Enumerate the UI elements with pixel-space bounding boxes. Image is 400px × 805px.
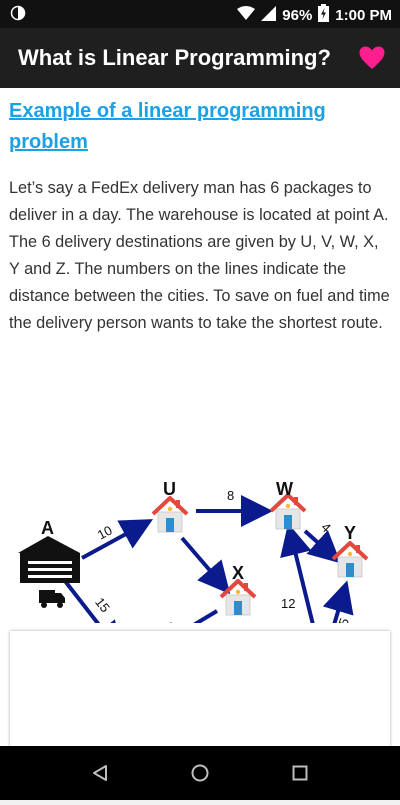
article-heading: Example of a linear programming problem [9, 100, 326, 153]
edge-weight-u-w: 8 [227, 488, 234, 503]
favorite-heart-icon[interactable] [358, 44, 386, 72]
content-card [10, 631, 390, 746]
edge-weight-x-v: 12 [159, 619, 180, 623]
edge-weight-a-v: 15 [92, 595, 113, 616]
app-bar: What is Linear Programming? [0, 28, 400, 88]
edge-weight-w-y: 4 [318, 520, 334, 536]
edge-w-y [303, 529, 341, 564]
wifi-icon [237, 5, 256, 25]
article-paragraph: Let’s say a FedEx delivery man has 6 pac… [9, 179, 390, 332]
node-label-w: W [276, 479, 293, 499]
house-u-icon [151, 496, 189, 534]
house-y-icon [331, 541, 369, 579]
page-title: What is Linear Programming? [18, 45, 331, 70]
article-content[interactable]: Example of a linear programming problem … [0, 88, 400, 746]
edge-x-v [143, 609, 219, 656]
navigation-bar [0, 746, 400, 800]
clock: 1:00 PM [335, 6, 392, 24]
home-button[interactable] [170, 746, 230, 800]
node-label-u: U [163, 479, 176, 499]
edge-weight-a-u: 10 [95, 522, 115, 542]
edge-weight-z-y: 5 [336, 616, 353, 623]
truck-icon [39, 590, 65, 608]
battery-level: 96% [282, 6, 313, 24]
house-w-icon [269, 493, 307, 531]
signal-icon [261, 5, 277, 25]
node-label-y: Y [344, 523, 356, 543]
battery-icon [318, 4, 330, 26]
edge-a-u [81, 519, 154, 560]
back-button[interactable] [70, 746, 130, 800]
edge-u-x [180, 536, 231, 595]
notification-icon [10, 5, 26, 26]
node-label-x: X [232, 563, 244, 583]
edge-weight-z-w: 12 [281, 596, 295, 611]
status-bar: 96% 1:00 PM [0, 0, 400, 28]
warehouse-icon [18, 536, 80, 583]
recents-button[interactable] [270, 746, 330, 800]
house-x-icon [219, 579, 257, 617]
node-label-a: A [41, 518, 54, 538]
route-diagram: A U W Y X V Z 10 15 8 4 12 12 20 5 [10, 383, 390, 714]
